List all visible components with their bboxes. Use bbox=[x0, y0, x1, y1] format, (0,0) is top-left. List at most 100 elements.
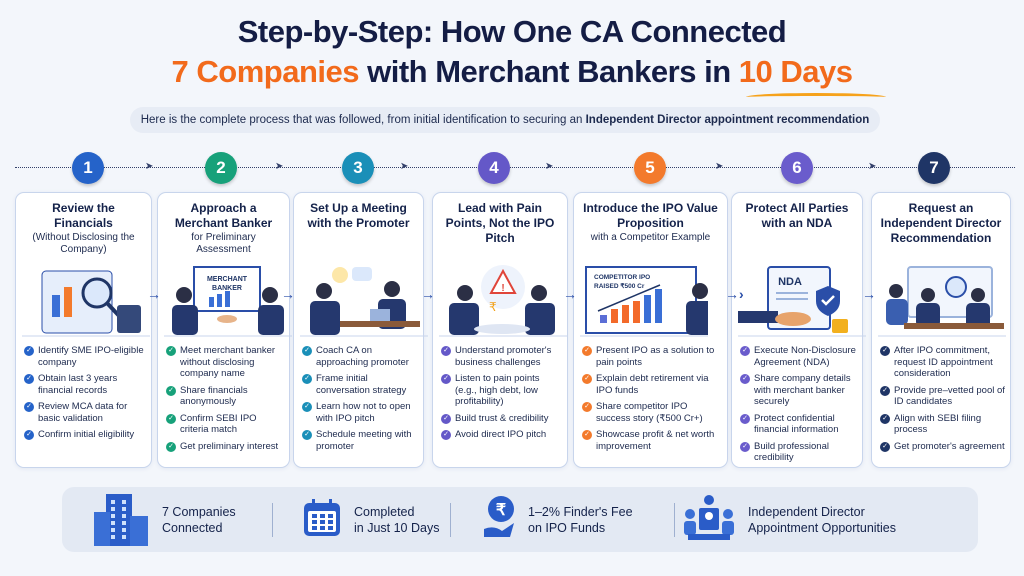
svg-text:RAISED ₹500 Cr: RAISED ₹500 Cr bbox=[594, 282, 645, 290]
bullet-item: ✓ Protect confidential financial informat… bbox=[740, 413, 858, 436]
stat-line1: Completed bbox=[354, 504, 415, 519]
step-connector-arrow-icon: → bbox=[147, 286, 161, 302]
step-title: Request an Independent Director Recommen… bbox=[880, 201, 1002, 245]
check-icon: ✓ bbox=[302, 402, 312, 412]
check-icon: ✓ bbox=[880, 385, 890, 396]
step-subtitle: with a Competitor Example bbox=[590, 232, 711, 243]
check-icon: ✓ bbox=[441, 413, 451, 424]
title-middle: with Merchant Bankers in bbox=[358, 54, 739, 89]
bullet-text: Identify SME IPO-eligible company bbox=[38, 345, 144, 368]
title-highlight-days: 10 Days bbox=[738, 54, 853, 89]
bullet-text: Get promoter's agreement bbox=[894, 440, 1005, 452]
calendar-icon bbox=[302, 498, 342, 542]
rupee-hand-icon: ₹ bbox=[482, 495, 516, 545]
bullet-item: ✓Align with SEBI filing process bbox=[880, 413, 1006, 436]
bullet-item: ✓Obtain last 3 years financial records bbox=[24, 373, 147, 396]
step-title: Protect All Parties with an NDA bbox=[745, 201, 849, 230]
bullet-text: Coach CA on approaching promoter bbox=[316, 345, 409, 368]
bullet-text: Confirm SEBI IPO criteria match bbox=[180, 412, 257, 436]
step-connector-arrow-icon: → bbox=[421, 286, 435, 302]
step-subtitle: for Preliminary Assessment bbox=[191, 232, 256, 255]
step-title: Approach a Merchant Banker bbox=[174, 201, 273, 230]
stat-line2: Appointment Opportunities bbox=[748, 520, 897, 535]
step-title: Lead with Pain Points, Not the IPO Pitch bbox=[445, 201, 555, 245]
step-connector-arrow-icon: → bbox=[862, 286, 876, 302]
check-icon: ✓ bbox=[24, 374, 34, 384]
bullet-item: ✓Get preliminary interest bbox=[166, 441, 285, 453]
merchant-banker-handshake-icon: MERCHANT BANKER bbox=[164, 266, 292, 337]
step-bullets: ✓Understand promoter's business challeng… bbox=[441, 345, 563, 446]
check-icon: ✓ bbox=[24, 346, 34, 356]
timeline-arrow-icon: ➤ bbox=[868, 161, 877, 172]
step-bullets: ✓ Coach CA on approaching promoter ✓ Frame … bbox=[302, 345, 419, 457]
bullet-text: Confirm initial eligibility bbox=[38, 429, 135, 440]
director-group-icon bbox=[682, 494, 736, 546]
bullet-item: ✓Get promoter's agreement bbox=[880, 441, 1006, 453]
step-connector-arrow-icon: → bbox=[281, 286, 295, 302]
subtitle-banner: Here is the complete process that was fo… bbox=[130, 107, 880, 133]
bullet-item: ✓Share competitor IPO success story (₹50… bbox=[582, 401, 723, 424]
step-card-2: Approach a Merchant Banker for Prelimina… bbox=[157, 192, 292, 468]
bullet-item: ✓Share company details with merchant ban… bbox=[740, 373, 858, 408]
bullet-text: Align with SEBI filing process bbox=[894, 412, 982, 436]
bullet-text: Avoid direct IPO pitch bbox=[455, 429, 547, 440]
step-title: Set Up a Meeting with the Promoter bbox=[307, 201, 410, 230]
step-bullets: ✓ Identify SME IPO-eligible company ✓Obtai… bbox=[24, 345, 147, 446]
step-card-6: Protect All Parties with an NDA NDA ✓ Exe… bbox=[731, 192, 866, 469]
bullet-text: Protect confidential financial informati… bbox=[754, 412, 839, 436]
bullet-item: ✓ Learn how not to open with IPO pitch bbox=[302, 401, 419, 424]
check-icon: ✓ bbox=[302, 430, 312, 440]
bullet-text: Provide pre–vetted pool of ID candidates bbox=[894, 384, 1005, 408]
bullet-item: ✓Schedule meeting with promoter bbox=[302, 429, 419, 452]
check-icon: ✓ bbox=[166, 413, 176, 424]
subtitle-text: Here is the complete process that was fo… bbox=[140, 114, 586, 126]
bullet-item: ✓ Provide pre–vetted pool of ID candidate… bbox=[880, 385, 1006, 408]
board-meeting-icon bbox=[878, 266, 1006, 337]
check-icon: ✓ bbox=[582, 346, 592, 356]
check-icon: ✓ bbox=[24, 430, 34, 440]
check-icon: ✓ bbox=[740, 413, 750, 424]
check-icon: ✓ bbox=[302, 346, 312, 356]
step-number-7: 7 bbox=[918, 152, 950, 184]
check-icon: ✓ bbox=[441, 374, 451, 384]
bullet-text: Get preliminary interest bbox=[180, 440, 279, 452]
step-card-7: Request an Independent Director Recommen… bbox=[871, 192, 1011, 468]
bullet-item: ✓Explain debt retirement via IPO funds bbox=[582, 373, 723, 396]
nda-shield-icon: NDA bbox=[738, 266, 866, 337]
bullet-item: ✓Present IPO as a solution to pain point… bbox=[582, 345, 723, 368]
step-bullets: ✓Meet merchant banker without disclosing… bbox=[166, 345, 285, 457]
check-icon: ✓ bbox=[441, 346, 451, 356]
stat-line1: Independent Director bbox=[748, 504, 865, 519]
bullet-text: Frame initial conversation strategy bbox=[316, 373, 407, 396]
step-connector-arrow-icon: → bbox=[563, 286, 577, 302]
stat-line1: 7 Companies bbox=[162, 504, 236, 519]
step-bullets: ✓ Execute Non-Disclosure Agreement (NDA) ✓… bbox=[740, 345, 858, 469]
timeline-arrow-icon: ➤ bbox=[145, 161, 154, 172]
svg-text:₹: ₹ bbox=[489, 300, 497, 314]
bullet-text: Execute Non-Disclosure Agreement (NDA) bbox=[754, 345, 856, 368]
stat-line2: Connected bbox=[162, 520, 223, 535]
check-icon: ✓ bbox=[582, 430, 592, 440]
title-line-2: 7 Companies with Merchant Bankers in 10 … bbox=[0, 54, 1024, 90]
svg-text:NDA: NDA bbox=[778, 276, 802, 288]
bullet-text: Share financials anonymously bbox=[180, 384, 248, 408]
timeline-line bbox=[15, 167, 1015, 168]
svg-text:BANKER: BANKER bbox=[212, 285, 242, 292]
bullet-item: ✓Understand promoter's business challeng… bbox=[441, 345, 563, 368]
bullet-item: ✓ Confirm SEBI IPO criteria match bbox=[166, 413, 285, 436]
divider bbox=[272, 503, 273, 537]
bullet-item: ✓Avoid direct IPO pitch bbox=[441, 429, 563, 441]
divider bbox=[450, 503, 451, 537]
svg-text:MERCHANT: MERCHANT bbox=[207, 276, 248, 283]
bullet-text: Learn how not to open with IPO pitch bbox=[316, 401, 411, 424]
step-number-3: 3 bbox=[342, 152, 374, 184]
bullet-text: Explain debt retirement via IPO funds bbox=[596, 373, 709, 396]
title-line-1: Step-by-Step: How One CA Connected bbox=[237, 14, 787, 49]
check-icon: ✓ bbox=[880, 346, 890, 356]
meeting-icon bbox=[300, 267, 428, 337]
bullet-item: ✓After IPO commitment, request ID appoin… bbox=[880, 345, 1006, 380]
bullet-item: ✓Share financials anonymously bbox=[166, 385, 285, 408]
financial-review-icon bbox=[22, 270, 150, 337]
